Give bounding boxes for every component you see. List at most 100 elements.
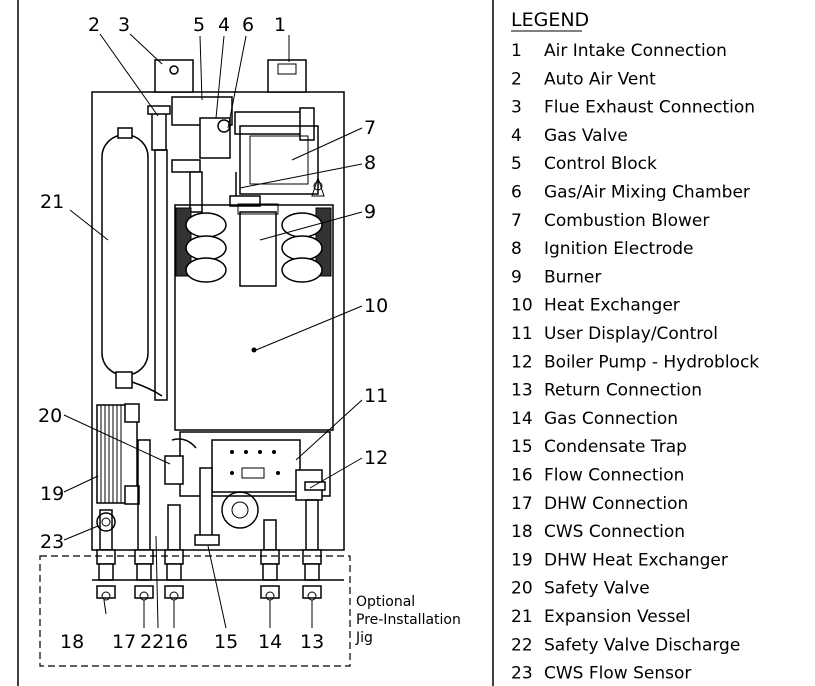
keyhole-icon bbox=[313, 181, 323, 191]
legend-item-number: 3 bbox=[511, 98, 522, 118]
legend-item-number: 19 bbox=[511, 550, 533, 570]
heat-exchanger-coils-right bbox=[281, 207, 332, 283]
legend-item-label: Flow Connection bbox=[544, 466, 684, 486]
legend-item-label: Ignition Electrode bbox=[544, 239, 693, 259]
jig-label-line-1: Optional bbox=[356, 594, 415, 610]
legend-item-number: 4 bbox=[511, 126, 522, 146]
keyhole-icon-base bbox=[311, 176, 325, 197]
air-intake-connection bbox=[267, 59, 307, 93]
callout-19: 19 bbox=[40, 483, 64, 505]
condensate-trap bbox=[199, 467, 213, 539]
callout-8: 8 bbox=[364, 152, 376, 174]
air-intake-collar bbox=[277, 63, 297, 75]
safety-valve-pipe bbox=[171, 438, 197, 449]
callout-21: 21 bbox=[40, 191, 64, 213]
flue-exhaust-connection bbox=[154, 59, 194, 93]
left-vertical-pipe bbox=[154, 149, 168, 401]
legend-item-label: Auto Air Vent bbox=[544, 69, 656, 89]
legend-item-label: Gas Connection bbox=[544, 409, 678, 429]
legend-item-number: 12 bbox=[511, 352, 533, 372]
elbow-pipe-down bbox=[189, 171, 203, 213]
electrode-mount bbox=[229, 195, 261, 207]
pump-hub bbox=[231, 501, 249, 519]
auto-air-vent-cap bbox=[147, 105, 171, 115]
legend-item-number: 17 bbox=[511, 494, 533, 514]
callout-22: 22 bbox=[140, 631, 164, 653]
gas-valve bbox=[199, 117, 231, 159]
legend-item-number: 9 bbox=[511, 267, 522, 287]
gas-air-pipe-end bbox=[299, 107, 315, 141]
legend-item-label: Combustion Blower bbox=[544, 211, 709, 231]
legend-item-number: 11 bbox=[511, 324, 533, 344]
pump-outlet-flange bbox=[304, 481, 326, 491]
legend-item-label: CWS Flow Sensor bbox=[544, 664, 691, 684]
legend-item-number: 22 bbox=[511, 635, 533, 655]
user-display-control bbox=[211, 439, 301, 493]
callout-5: 5 bbox=[193, 14, 205, 36]
legend-item-label: Heat Exchanger bbox=[544, 296, 680, 316]
burner-flange bbox=[237, 203, 279, 215]
expansion-hose bbox=[131, 381, 163, 397]
callout-10: 10 bbox=[364, 295, 388, 317]
legend-item-label: Gas Valve bbox=[544, 126, 628, 146]
condensate-trap-base bbox=[194, 534, 220, 546]
legend-item-number: 13 bbox=[511, 381, 533, 401]
boiler-casing bbox=[91, 91, 345, 551]
legend-item-number: 5 bbox=[511, 154, 522, 174]
legend-item-number: 15 bbox=[511, 437, 533, 457]
legend-item-number: 14 bbox=[511, 409, 533, 429]
legend-item-label: DHW Heat Exchanger bbox=[544, 550, 728, 570]
callout-16: 16 bbox=[164, 631, 188, 653]
legend-title: LEGEND bbox=[511, 9, 589, 31]
leader-lines bbox=[63, 33, 363, 629]
callout-11: 11 bbox=[364, 385, 388, 407]
jig-label-line-3: Jig bbox=[355, 630, 373, 646]
combustion-blower bbox=[239, 125, 319, 195]
boiler-pump bbox=[221, 491, 259, 529]
jig-label: Optional Pre-Installation Jig bbox=[355, 594, 461, 646]
callout-23: 23 bbox=[40, 531, 64, 553]
dhw-heat-exchanger bbox=[96, 403, 140, 505]
boiler-drawing bbox=[39, 59, 351, 667]
legend-item-label: Control Block bbox=[544, 154, 657, 174]
cws-flow-sensor bbox=[96, 512, 116, 532]
legend-item-label: DHW Connection bbox=[544, 494, 688, 514]
callout-15: 15 bbox=[214, 631, 238, 653]
elbow-pipe bbox=[171, 159, 201, 173]
legend-item-label: CWS Connection bbox=[544, 522, 685, 542]
legend-item-label: Return Connection bbox=[544, 381, 702, 401]
heat-exchanger-coils-left bbox=[175, 207, 227, 283]
callout-numbers: 1 2 3 4 5 6 7 8 9 10 11 12 13 14 15 16 1… bbox=[38, 14, 388, 653]
gas-air-pipe bbox=[234, 111, 306, 135]
jig-connections bbox=[96, 549, 322, 601]
pre-installation-jig-outline bbox=[39, 555, 351, 667]
callout-14: 14 bbox=[258, 631, 282, 653]
legend-item-label: User Display/Control bbox=[544, 324, 718, 344]
legend-item-label: Air Intake Connection bbox=[544, 41, 727, 61]
callout-1: 1 bbox=[274, 14, 286, 36]
legend-item-number: 18 bbox=[511, 522, 533, 542]
legend-item-label: Safety Valve Discharge bbox=[544, 635, 740, 655]
flue-bolt bbox=[169, 65, 179, 75]
legend-item-label: Boiler Pump - Hydroblock bbox=[544, 352, 759, 372]
legend-item-number: 20 bbox=[511, 579, 533, 599]
gas-valve-knob bbox=[217, 119, 231, 133]
legend-item-number: 1 bbox=[511, 41, 522, 61]
legend-item-label: Gas/Air Mixing Chamber bbox=[544, 183, 750, 203]
heat-exchanger-point bbox=[251, 347, 257, 353]
blower-housing bbox=[249, 135, 309, 185]
callout-9: 9 bbox=[364, 201, 376, 223]
display-buttons bbox=[230, 450, 280, 479]
callout-6: 6 bbox=[242, 14, 254, 36]
legend-item-number: 21 bbox=[511, 607, 533, 627]
callout-12: 12 bbox=[364, 447, 388, 469]
burner bbox=[239, 211, 277, 287]
cws-flow-sensor-core bbox=[101, 517, 111, 527]
legend-item-label: Safety Valve bbox=[544, 579, 650, 599]
callout-20: 20 bbox=[38, 405, 62, 427]
callout-2: 2 bbox=[88, 14, 100, 36]
safety-valve bbox=[164, 455, 184, 485]
